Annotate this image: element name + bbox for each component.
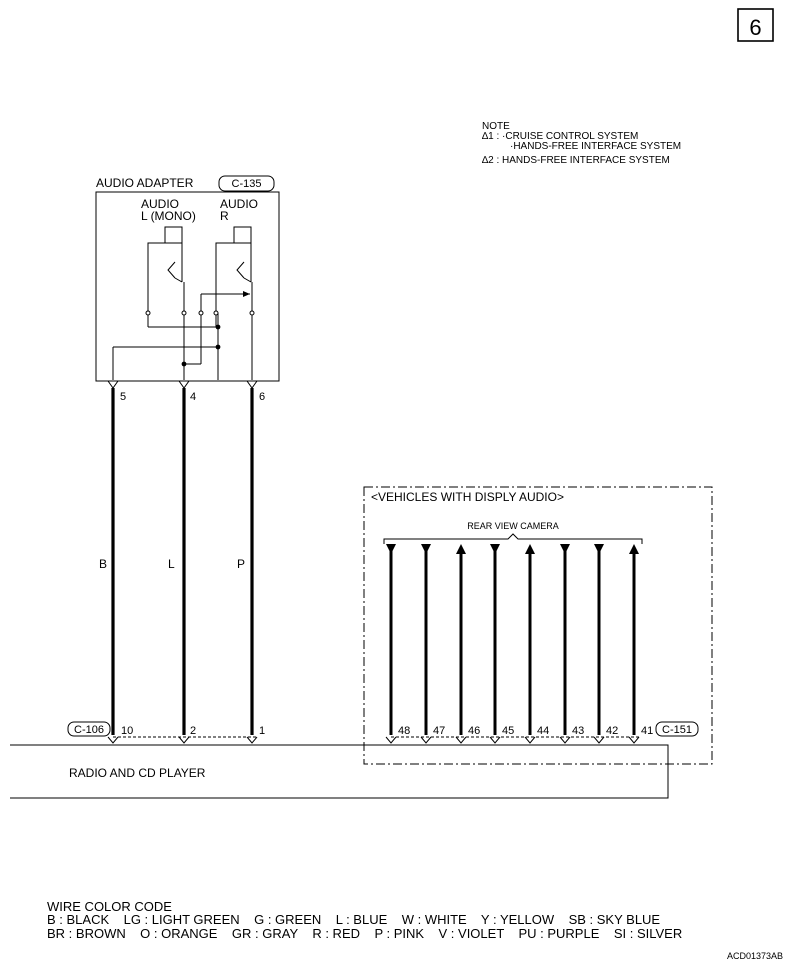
- color-code-line2: BR : BROWN O : ORANGE GR : GRAY R : RED …: [47, 926, 682, 941]
- adapter-pin-arrows: [107, 380, 258, 389]
- display-pin-48: 48: [398, 725, 410, 737]
- display-audio-area: <VEHICLES WITH DISPLY AUDIO> REAR VIEW C…: [363, 486, 713, 765]
- color-code-line1: B : BLACK LG : LIGHT GREEN G : GREEN L :…: [47, 912, 660, 927]
- audio-adapter: AUDIO ADAPTER C-135 AUDIO L (MONO) AUDIO…: [95, 175, 280, 403]
- wire-color-l: L: [168, 557, 175, 571]
- adapter-pin-6: 6: [259, 391, 265, 403]
- camera-wire-arrows: [386, 544, 639, 554]
- page-number-box: 6: [737, 8, 774, 42]
- display-pin-43: 43: [572, 725, 584, 737]
- wire-color-code: WIRE COLOR CODE B : BLACK LG : LIGHT GRE…: [47, 899, 682, 941]
- color-code-heading: WIRE COLOR CODE: [47, 899, 172, 914]
- note-star2: ∆2 : HANDS-FREE INTERFACE SYSTEM: [482, 155, 670, 166]
- display-pin-42: 42: [606, 725, 618, 737]
- camera-wires: [389, 550, 636, 735]
- audio-right-label-1: AUDIO: [220, 197, 258, 211]
- display-pin-45: 45: [502, 725, 514, 737]
- audio-left-label-1: AUDIO: [141, 197, 179, 211]
- adapter-pin-4: 4: [190, 391, 196, 403]
- radio-connector-label: C-106: [74, 724, 104, 736]
- page-number: 6: [749, 15, 761, 40]
- display-connector-label: C-151: [662, 724, 692, 736]
- display-pin-44: 44: [537, 725, 549, 737]
- note-star1-line1: ∆1 : ·CRUISE CONTROL SYSTEM: [482, 131, 638, 142]
- junction-dot: [181, 361, 187, 367]
- note-heading: NOTE: [482, 121, 510, 132]
- display-audio-title: <VEHICLES WITH DISPLY AUDIO>: [371, 490, 564, 504]
- junction-dot: [215, 344, 221, 350]
- radio-connector: C-106 10 2 1: [67, 721, 265, 744]
- drawing-id: ACD01373AB: [727, 951, 783, 961]
- display-pin-46: 46: [468, 725, 480, 737]
- camera-brace: [383, 533, 643, 544]
- radio-pin-10: 10: [121, 725, 133, 737]
- note-star1-line2: ·HANDS-FREE INTERFACE SYSTEM: [510, 141, 681, 152]
- audio-right-label-2: R: [220, 209, 229, 223]
- radio-title: RADIO AND CD PLAYER: [69, 766, 206, 780]
- jack-right-icon: [215, 226, 253, 313]
- radio-pin-2: 2: [190, 725, 196, 737]
- audio-adapter-connector: C-135: [232, 178, 262, 190]
- junction-dot: [215, 324, 221, 330]
- main-wires: [111, 388, 254, 735]
- audio-left-label-2: L (MONO): [141, 209, 196, 223]
- display-pin-47: 47: [433, 725, 445, 737]
- radio-pin-1: 1: [259, 725, 265, 737]
- audio-adapter-title: AUDIO ADAPTER: [96, 176, 194, 190]
- jack-left-icon: [147, 226, 185, 313]
- display-pin-41: 41: [641, 725, 653, 737]
- camera-label: REAR VIEW CAMERA: [467, 521, 559, 531]
- wire-color-b: B: [99, 557, 107, 571]
- adapter-pin-5: 5: [120, 391, 126, 403]
- wire-color-p: P: [237, 557, 245, 571]
- note-block: NOTE ∆1 : ·CRUISE CONTROL SYSTEM ·HANDS-…: [482, 121, 681, 166]
- radio-cd-player: RADIO AND CD PLAYER: [10, 744, 669, 799]
